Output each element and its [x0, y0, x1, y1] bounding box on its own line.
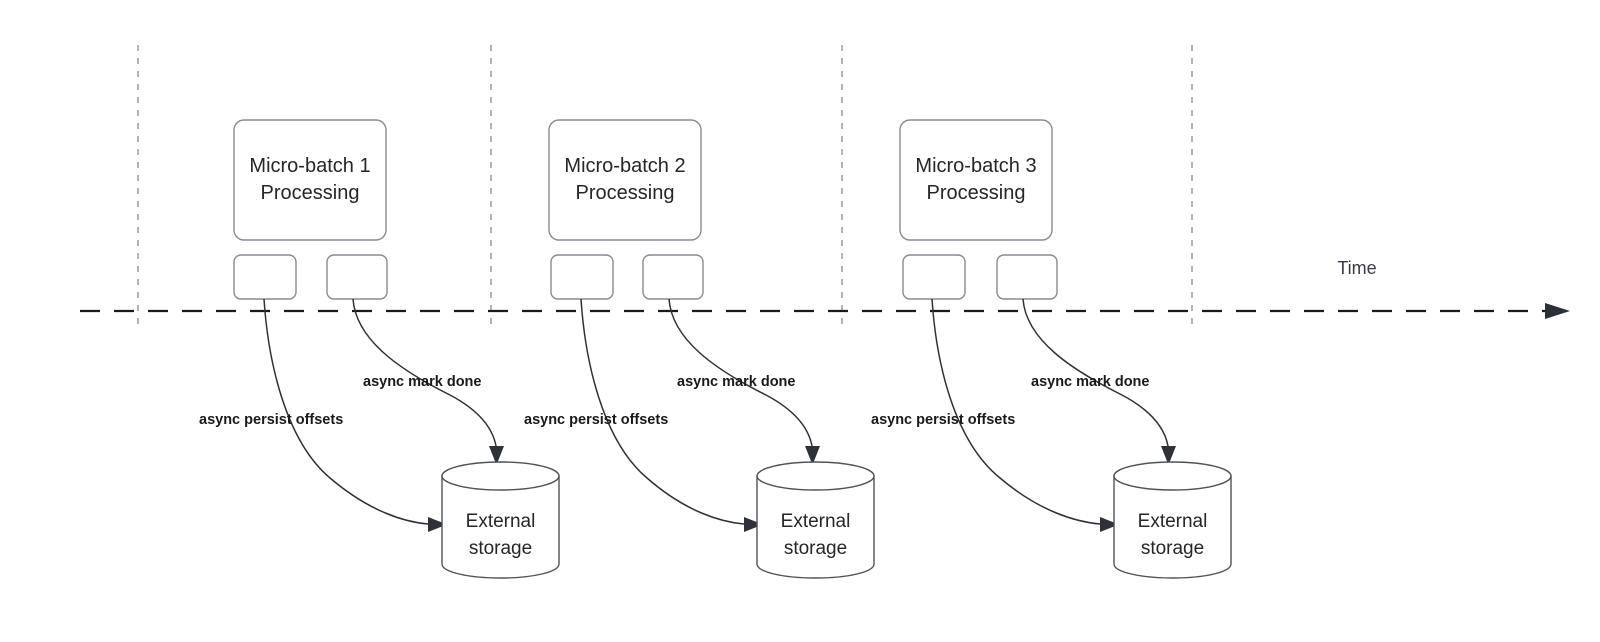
micro-batch-3-persist-offsets-label: async persist offsets — [871, 412, 1015, 428]
micro-batch-3-persist-offsets-edge — [931, 298, 1101, 525]
micro-batch-1-box[interactable] — [233, 119, 387, 241]
micro-batch-1-persist-offsets-arrowhead-icon — [428, 517, 447, 532]
micro-batch-3-storage-top — [1113, 461, 1232, 491]
micro-batch-1-task-box-left[interactable] — [233, 254, 297, 300]
micro-batch-1-mark-done-label: async mark done — [363, 374, 481, 390]
micro-batch-2-task-box-right[interactable] — [642, 254, 704, 300]
micro-batch-2-persist-offsets-label: async persist offsets — [524, 412, 668, 428]
micro-batch-1-persist-offsets-label: async persist offsets — [199, 412, 343, 428]
micro-batch-2-box[interactable] — [548, 119, 702, 241]
micro-batch-3-storage-label-line2: storage — [1141, 538, 1204, 559]
micro-batch-1-title-line1: Micro-batch 1 — [249, 155, 370, 177]
micro-batch-2-persist-offsets-arrowhead-icon — [744, 517, 763, 532]
micro-batch-1-storage-label-line2: storage — [469, 538, 532, 559]
micro-batch-3-storage-body — [1113, 475, 1232, 579]
micro-batch-1-persist-offsets-edge — [263, 298, 429, 525]
micro-batch-2-task-box-left[interactable] — [550, 254, 614, 300]
micro-batch-3-storage-label-line1: External — [1138, 511, 1208, 532]
micro-batch-3-persist-offsets-arrowhead-icon — [1100, 517, 1119, 532]
micro-batch-2-storage-label-line1: External — [781, 511, 851, 532]
micro-batch-1-external-storage[interactable]: External storage — [441, 461, 560, 579]
micro-batch-1-storage-label-line1: External — [466, 511, 536, 532]
micro-batch-2-title-line1: Micro-batch 2 — [564, 155, 685, 177]
micro-batch-1-mark-done-edge — [352, 298, 497, 447]
micro-batch-2-storage-body — [756, 475, 875, 579]
micro-batch-3-title-line2: Processing — [927, 182, 1026, 204]
micro-batch-2-mark-done-edge — [668, 298, 813, 447]
micro-batch-1-mark-done-arrowhead-icon — [489, 446, 504, 465]
micro-batch-2-storage-label-line2: storage — [784, 538, 847, 559]
micro-batch-3-title-line1: Micro-batch 3 — [915, 155, 1036, 177]
time-axis-label: Time — [1337, 258, 1376, 278]
timeline-arrowhead-icon — [1545, 303, 1570, 319]
micro-batch-1-storage-body — [441, 475, 560, 579]
micro-batch-3-task-box-right[interactable] — [996, 254, 1058, 300]
micro-batch-1-title-line2: Processing — [261, 182, 360, 204]
micro-batch-1-group: Micro-batch 1 Processing async persist o… — [199, 119, 560, 579]
micro-batch-2-mark-done-arrowhead-icon — [805, 446, 820, 465]
micro-batch-2-group: Micro-batch 2 Processing async persist o… — [524, 119, 875, 579]
micro-batch-1-task-box-right[interactable] — [326, 254, 388, 300]
micro-batch-3-group: Micro-batch 3 Processing async persist o… — [871, 119, 1232, 579]
micro-batch-2-mark-done-label: async mark done — [677, 374, 795, 390]
micro-batch-2-storage-top — [756, 461, 875, 491]
micro-batch-3-mark-done-edge — [1022, 298, 1169, 447]
micro-batch-3-mark-done-label: async mark done — [1031, 374, 1149, 390]
micro-batch-2-title-line2: Processing — [576, 182, 675, 204]
micro-batch-1-storage-top — [441, 461, 560, 491]
micro-batch-2-persist-offsets-edge — [580, 298, 745, 525]
micro-batch-3-box[interactable] — [899, 119, 1053, 241]
micro-batch-3-task-box-left[interactable] — [902, 254, 966, 300]
micro-batch-3-mark-done-arrowhead-icon — [1161, 446, 1176, 465]
guide-lines-group — [137, 45, 1193, 330]
micro-batch-3-external-storage[interactable]: External storage — [1113, 461, 1232, 579]
micro-batch-2-external-storage[interactable]: External storage — [756, 461, 875, 579]
timeline-axis — [80, 303, 1570, 319]
